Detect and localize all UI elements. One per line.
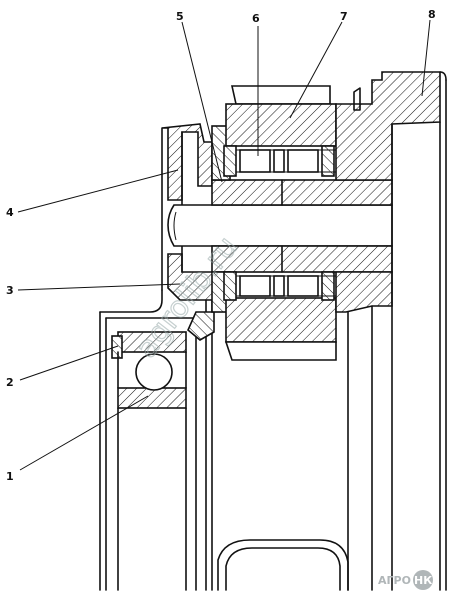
cover-plate bbox=[161, 123, 215, 341]
callout-3: 3 bbox=[6, 284, 14, 297]
needle-bearings-upper bbox=[223, 145, 336, 177]
callout-2: 2 bbox=[6, 376, 14, 389]
lower-housing bbox=[99, 289, 213, 591]
logo-left-text: АГРО bbox=[378, 574, 411, 587]
needle-bearings-lower bbox=[223, 271, 336, 301]
callout-7: 7 bbox=[340, 10, 348, 23]
callout-6: 6 bbox=[252, 12, 260, 25]
roller-wheel bbox=[223, 85, 337, 361]
callout-5: 5 bbox=[176, 10, 184, 23]
bearing-ball bbox=[135, 353, 173, 391]
leader-8 bbox=[421, 19, 431, 97]
leader-2 bbox=[19, 345, 119, 381]
callout-1: 1 bbox=[6, 470, 14, 483]
leader-1 bbox=[19, 395, 149, 471]
bearing-inner-race bbox=[117, 387, 187, 409]
seal-washer bbox=[187, 311, 215, 341]
retaining-ring bbox=[111, 335, 123, 359]
leader-5 bbox=[181, 21, 223, 183]
hub-upper bbox=[211, 179, 393, 206]
roller-body-upper bbox=[225, 103, 337, 147]
callout-8: 8 bbox=[428, 8, 436, 21]
leader-lines bbox=[17, 19, 431, 471]
axle bbox=[167, 204, 393, 247]
publisher-logo: АГРО НК bbox=[378, 570, 433, 590]
ball-bearing bbox=[111, 331, 187, 409]
logo-badge-icon bbox=[413, 570, 433, 590]
right-housing bbox=[217, 71, 447, 591]
leader-3 bbox=[17, 283, 181, 291]
leader-4 bbox=[17, 169, 179, 213]
callout-4: 4 bbox=[6, 206, 14, 219]
callout-labels: 4 3 2 1 5 6 7 8 bbox=[6, 8, 436, 483]
roller-body-lower bbox=[225, 297, 337, 343]
logo-right-text: НК bbox=[414, 574, 432, 587]
leader-7 bbox=[289, 21, 343, 119]
